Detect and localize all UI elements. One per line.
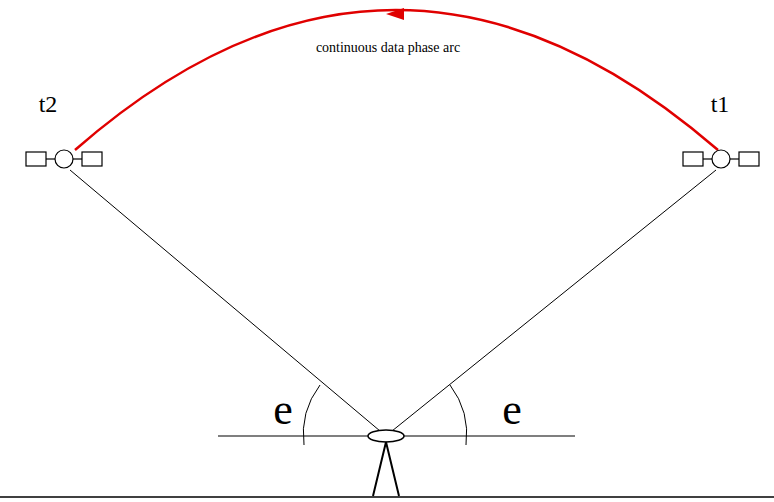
angle-label: e — [273, 388, 293, 432]
phase-arc — [75, 10, 718, 150]
antenna — [368, 430, 404, 442]
ground-line — [0, 496, 774, 498]
satellite-icon — [26, 150, 102, 168]
satellite-icon — [683, 150, 759, 168]
angle-arc — [303, 385, 320, 445]
line-of-sight — [70, 170, 380, 431]
arc-arrowhead — [386, 8, 404, 20]
time-label: t2 — [39, 92, 58, 116]
arc-label: continuous data phase arc — [316, 41, 460, 55]
angle-label: e — [502, 388, 522, 432]
tripod — [373, 442, 399, 496]
angle-arc — [450, 385, 467, 445]
line-of-sight — [392, 170, 716, 431]
time-label: t1 — [711, 92, 730, 116]
